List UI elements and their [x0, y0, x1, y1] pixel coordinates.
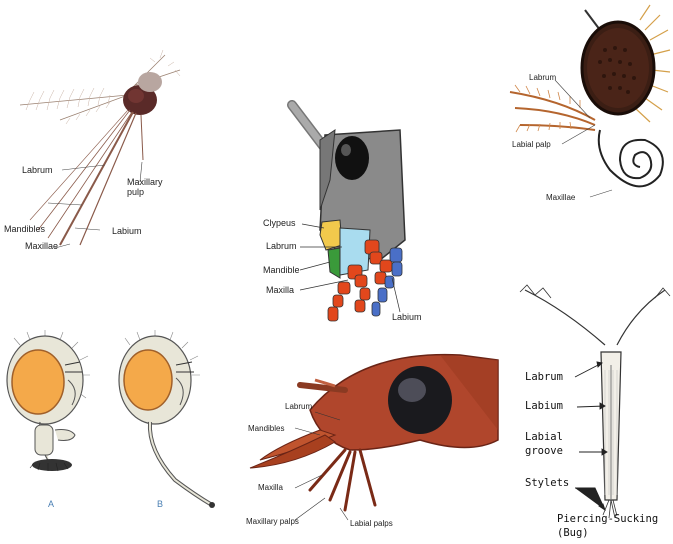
bug-stylets-label: Stylets: [525, 478, 569, 489]
fly-head-b-label: B: [157, 500, 163, 509]
grasshopper-labrum-label: Labrum: [266, 242, 297, 251]
bug-caption-line2: (Bug): [557, 528, 589, 539]
grasshopper-mandible-label: Mandible: [263, 266, 300, 275]
grasshopper-diagram: Clypeus Labrum Mandible Maxilla Labium: [230, 100, 440, 340]
mosquito-maxillary-palp-label: Maxillary: [127, 178, 163, 187]
mosquito-labium-label: Labium: [112, 227, 142, 236]
butterfly-labial-palp-label: Labial palp: [512, 141, 551, 149]
beetle-labial-palps-label: Labial palps: [350, 520, 393, 528]
mosquito-labrum-label: Labrum: [22, 166, 53, 175]
beetle-labrum-label: Labrum: [285, 403, 312, 411]
bug-mouthparts-diagram: Labrum Labium Labial groove Stylets Pier…: [505, 270, 673, 544]
mosquito-mandibles-label: Mandibles: [4, 225, 45, 234]
butterfly-labrum-label: Labrum: [529, 74, 556, 82]
beetle-head-illustration: [240, 340, 505, 540]
grasshopper-labium-label: Labium: [392, 313, 422, 322]
grasshopper-maxilla-label: Maxilla: [266, 286, 294, 295]
grasshopper-illustration: [230, 100, 440, 340]
butterfly-maxillae-label: Maxillae: [546, 194, 575, 202]
butterfly-illustration: [500, 0, 673, 215]
bug-caption-line1: Piercing-Sucking: [557, 514, 658, 525]
butterfly-diagram: Labrum Labial palp Maxillae: [500, 0, 673, 215]
bug-labial-groove-label-1: Labial: [525, 432, 563, 443]
fly-heads-illustration: [0, 320, 230, 520]
beetle-head-diagram: Labrum Mandibles Maxilla Maxillary palps…: [240, 340, 505, 540]
grasshopper-clypeus-label: Clypeus: [263, 219, 296, 228]
beetle-maxillary-palps-label: Maxillary palps: [246, 518, 299, 526]
fly-heads-diagram: A B: [0, 320, 230, 520]
bug-labrum-label: Labrum: [525, 372, 563, 383]
bug-labium-label: Labium: [525, 401, 563, 412]
beetle-maxilla-label: Maxilla: [258, 484, 283, 492]
mosquito-diagram: Labrum Maxillary pulp Mandibles Labium M…: [0, 0, 200, 270]
bug-labial-groove-label-2: groove: [525, 446, 563, 457]
beetle-mandibles-label: Mandibles: [248, 425, 284, 433]
mosquito-maxillary-palp-label-2: pulp: [127, 188, 144, 197]
mosquito-maxillae-label: Maxillae: [25, 242, 58, 251]
fly-head-a-label: A: [48, 500, 54, 509]
